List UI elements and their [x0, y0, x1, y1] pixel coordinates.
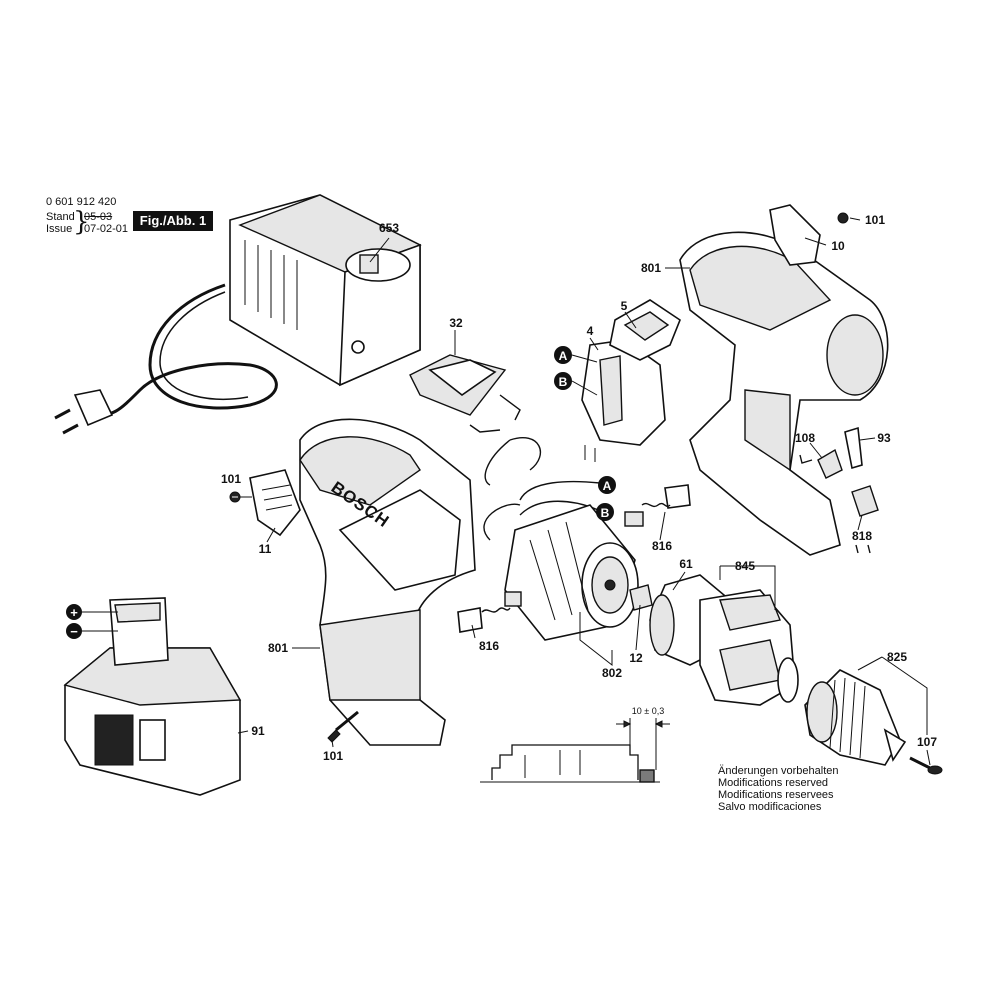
grip-insert-drawing	[769, 204, 821, 266]
callout-32: 32	[449, 316, 463, 330]
callout-101-bottom: 101	[323, 749, 343, 763]
battery-plus-terminal: +	[66, 604, 82, 620]
callout-108: 108	[795, 431, 815, 445]
svg-text:A: A	[559, 349, 568, 363]
housing-right-drawing	[679, 231, 889, 556]
leader-lines	[237, 217, 931, 766]
brace-icon: }	[73, 207, 90, 237]
stand-date: 05-03	[84, 211, 113, 223]
chuck-drawing	[804, 669, 907, 766]
callout-801-right: 801	[641, 261, 661, 275]
notes-block: Änderungen vorbehalten Modifications res…	[718, 765, 838, 813]
callout-61: 61	[679, 557, 693, 571]
note-line: Salvo modificaciones	[718, 801, 822, 813]
battery-clip-drawing	[409, 354, 541, 486]
plus-icon: +	[70, 605, 78, 620]
callout-93: 93	[877, 431, 891, 445]
callout-818: 818	[852, 529, 872, 543]
figure-label: Fig./Abb. 1	[133, 211, 213, 231]
callout-12: 12	[629, 651, 643, 665]
issue-label: Issue	[46, 223, 73, 235]
callout-825: 825	[887, 650, 907, 664]
callout-101-top: 101	[865, 213, 885, 227]
callout-653: 653	[379, 221, 399, 235]
svg-text:A: A	[603, 479, 612, 493]
battery-pack-drawing	[63, 597, 242, 796]
screw-101-bottom	[327, 710, 359, 743]
connector-a-top: A	[554, 346, 572, 364]
callout-801-left: 801	[268, 641, 288, 655]
screw-101-left	[229, 491, 241, 503]
dimension-detail: 10 ± 0,3	[480, 706, 670, 783]
connector-b-top: B	[554, 372, 572, 390]
motor-drawing	[483, 480, 653, 641]
callout-845: 845	[735, 559, 755, 573]
part-number: 0 601 912 420	[46, 196, 117, 208]
dimension-label: 10 ± 0,3	[632, 706, 664, 716]
callout-816-a: 816	[652, 539, 672, 553]
note-line: Modifications reserved	[718, 777, 829, 789]
gearbox-drawing	[649, 574, 799, 706]
bit-holder-drawing	[799, 426, 879, 554]
screw-101-top	[837, 212, 849, 224]
note-line: Modifications reservees	[718, 789, 834, 801]
svg-text:B: B	[559, 375, 568, 389]
brush-holder-bottom	[457, 591, 522, 633]
callout-labels: 653 101 10 801 32 5 4 108 93 101 11 816 …	[221, 213, 937, 763]
connector-b-motor: B	[596, 503, 614, 521]
callout-4: 4	[587, 324, 594, 338]
switch-drawing	[581, 299, 681, 462]
callout-5: 5	[621, 299, 628, 313]
stand-label: Stand	[46, 211, 75, 223]
minus-icon: −	[70, 624, 78, 639]
callout-816-b: 816	[479, 639, 499, 653]
callout-10: 10	[831, 239, 845, 253]
switch-cover-drawing	[249, 469, 301, 537]
issue-date: 07-02-01	[84, 223, 129, 235]
callout-91: 91	[251, 724, 265, 738]
connector-a-motor: A	[598, 476, 616, 494]
charger-drawing	[54, 194, 422, 435]
callout-11: 11	[259, 542, 272, 556]
battery-minus-terminal: −	[66, 623, 82, 639]
callout-101-left: 101	[221, 472, 241, 486]
callout-107: 107	[917, 735, 937, 749]
screw-107	[909, 756, 943, 775]
callout-802: 802	[602, 666, 622, 680]
housing-left-drawing	[299, 418, 476, 746]
brush-holder-top	[624, 484, 691, 527]
note-line: Änderungen vorbehalten	[718, 765, 839, 777]
svg-text:B: B	[601, 506, 610, 520]
